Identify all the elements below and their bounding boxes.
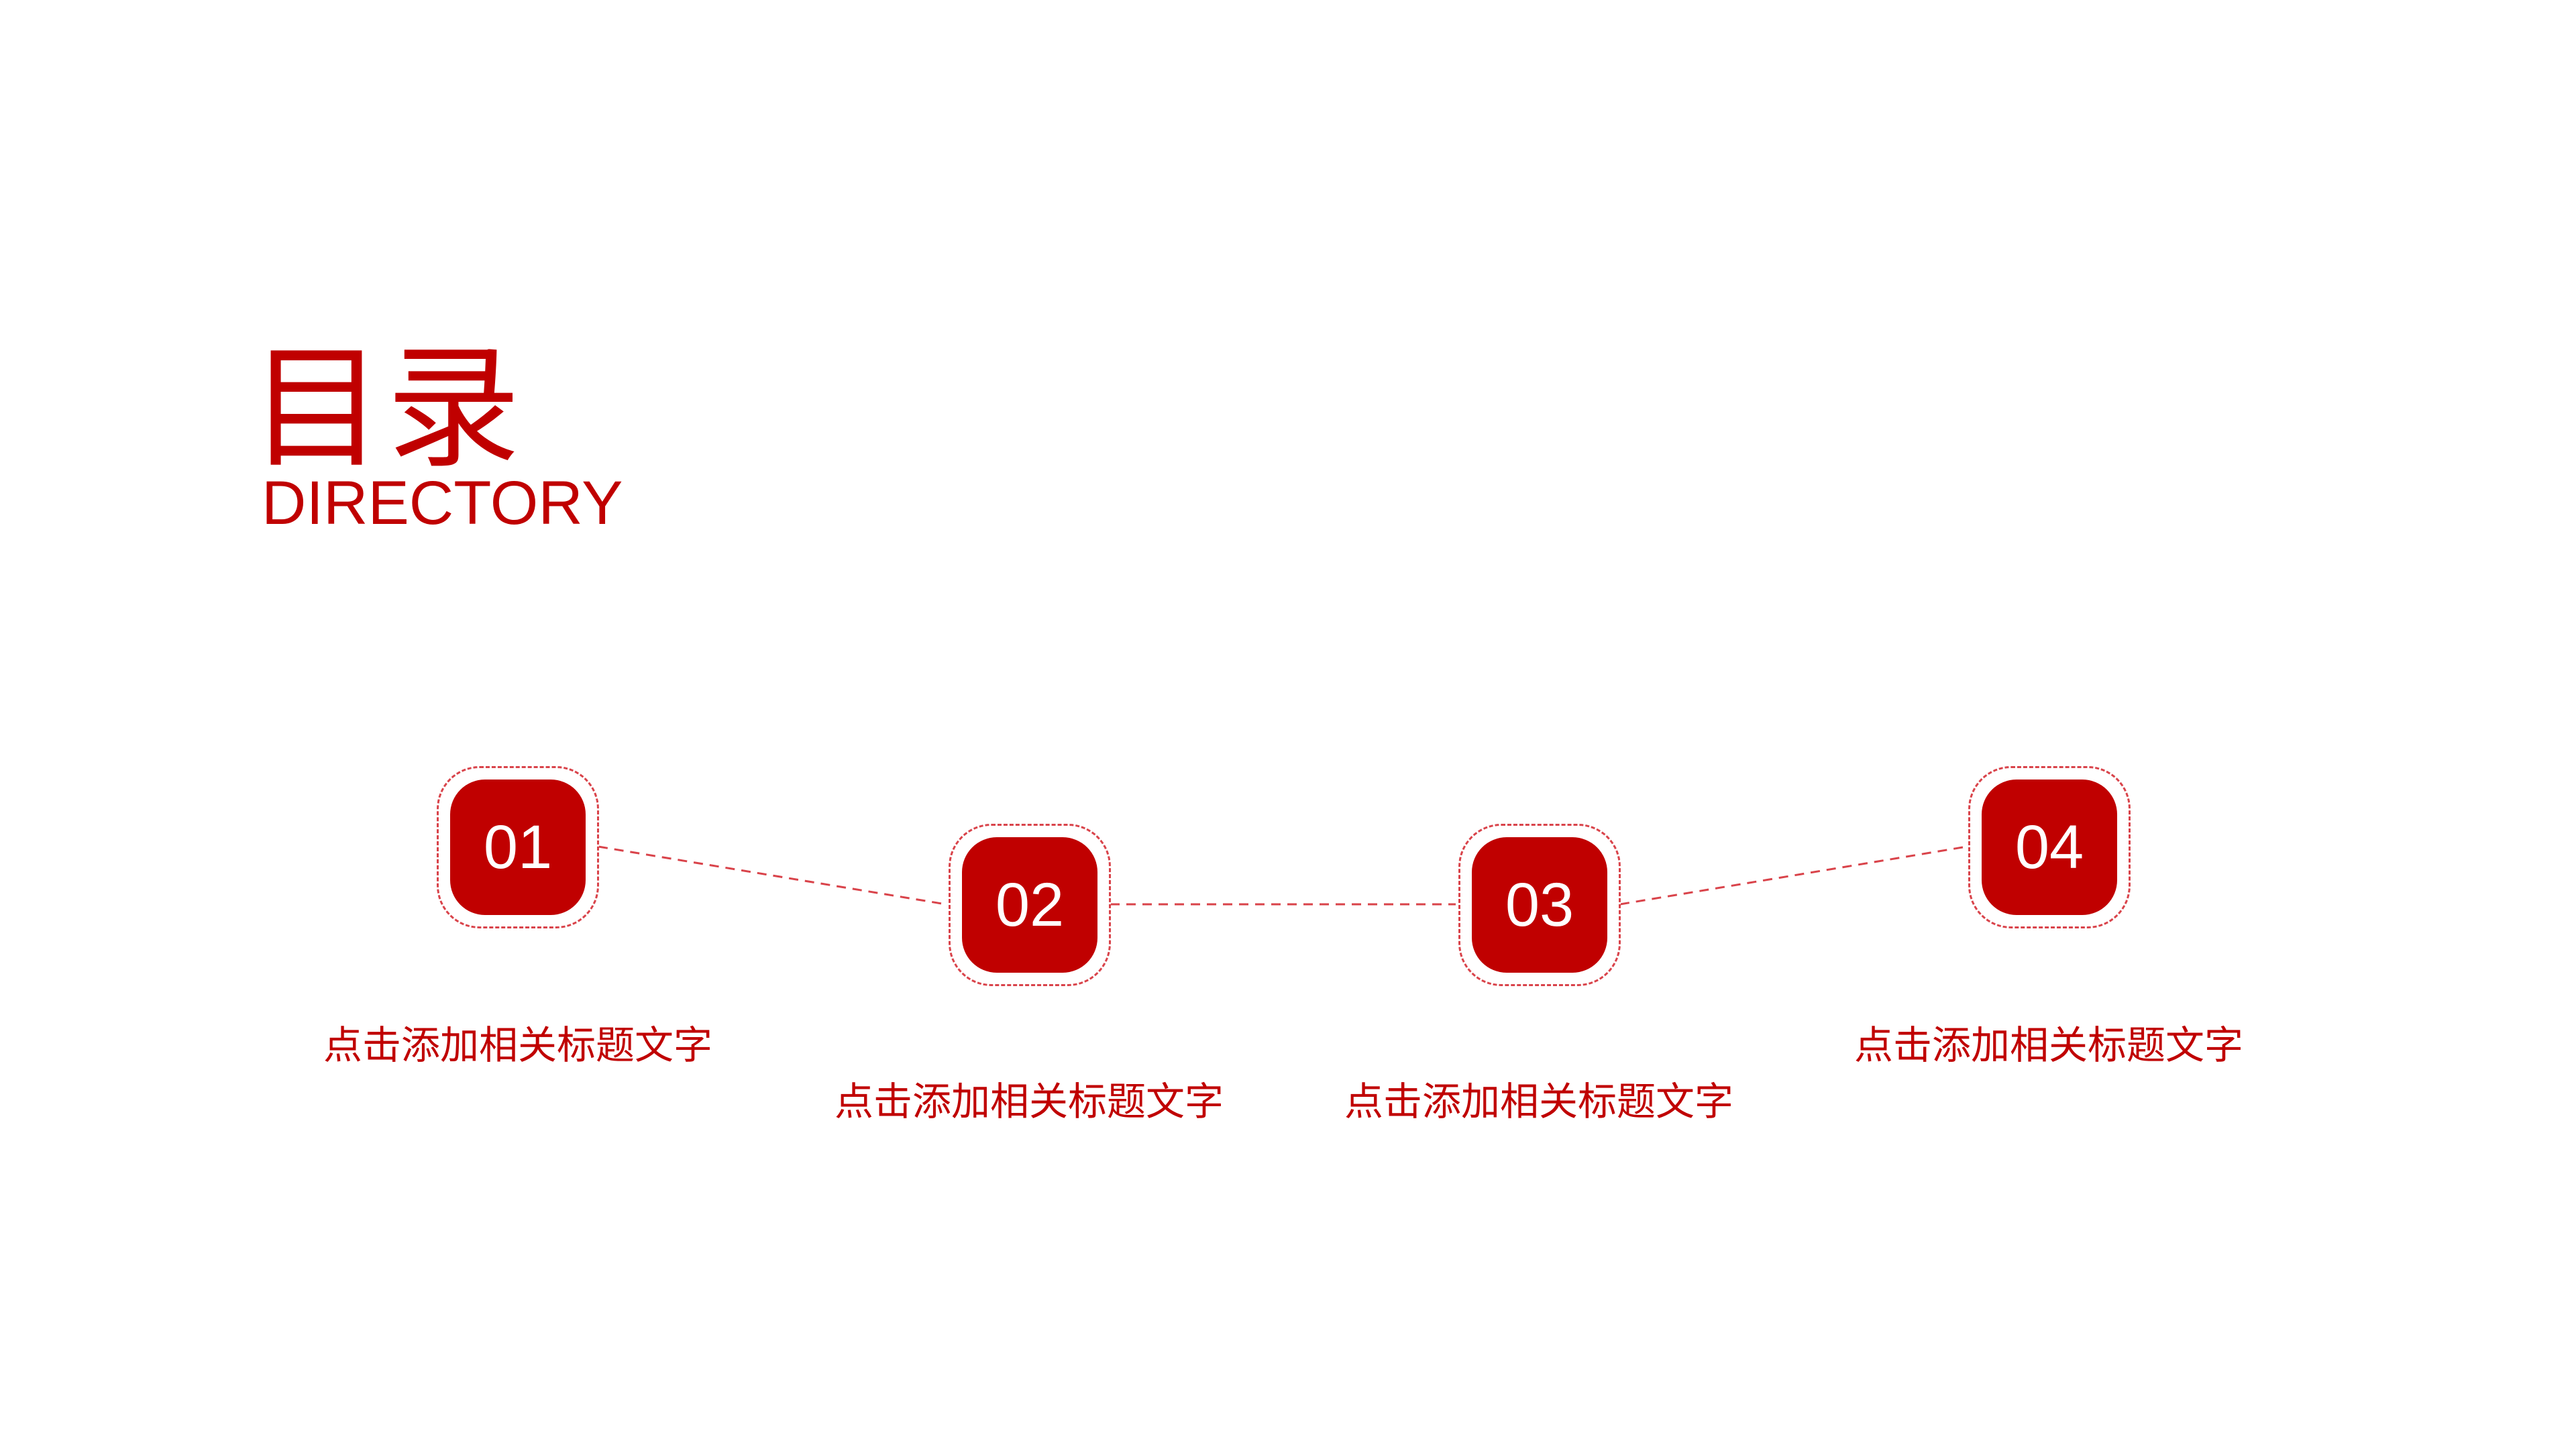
directory-item-03[interactable]: 03 [1458,824,1621,986]
item-caption-01[interactable]: 点击添加相关标题文字 [323,1022,712,1068]
directory-title-chinese: 目录 [250,331,524,487]
directory-item-04[interactable]: 04 [1968,766,2131,928]
item-caption-04[interactable]: 点击添加相关标题文字 [1854,1022,2243,1068]
directory-item-02[interactable]: 02 [949,824,1111,986]
item-caption-02[interactable]: 点击添加相关标题文字 [834,1079,1224,1124]
item-number-badge: 04 [1982,780,2117,915]
connector-line-1-2 [598,845,947,906]
item-number-badge: 02 [962,837,1097,973]
directory-item-01[interactable]: 01 [437,766,599,928]
connector-line-3-4 [1619,845,1968,906]
item-caption-03[interactable]: 点击添加相关标题文字 [1344,1079,1733,1124]
item-number-badge: 03 [1472,837,1607,973]
item-number-badge: 01 [450,780,586,915]
directory-title-english: DIRECTORY [262,469,623,537]
